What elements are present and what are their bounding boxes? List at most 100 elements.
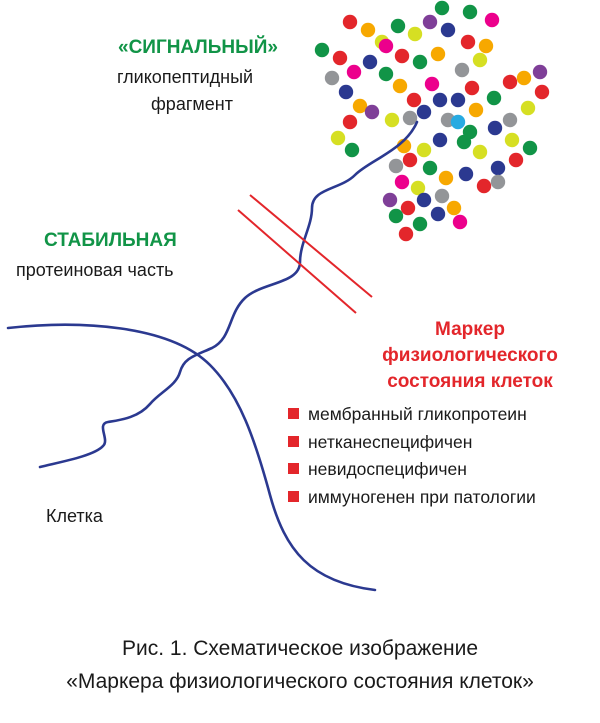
glycan-bead xyxy=(338,84,354,100)
glycan-bead xyxy=(502,74,518,90)
glycan-bead xyxy=(430,206,446,222)
red-square-bullet-icon xyxy=(288,490,299,502)
glycan-bead xyxy=(468,102,484,118)
signal-subtitle-2: фрагмент xyxy=(151,94,233,114)
glycan-bead xyxy=(440,22,456,38)
glycan-bead xyxy=(416,104,432,120)
marker-title-3: состояния клеток xyxy=(387,371,553,392)
glycan-bead xyxy=(462,4,478,20)
glycan-bead xyxy=(330,130,346,146)
glycan-bead xyxy=(344,142,360,158)
glycan-bead xyxy=(476,178,492,194)
glycan-bead xyxy=(504,132,520,148)
glycan-bead-cluster xyxy=(314,0,550,242)
glycan-bead xyxy=(388,158,404,174)
glycan-bead xyxy=(424,76,440,92)
property-item: невидоспецифичен xyxy=(288,456,536,484)
cleavage-line-lower xyxy=(237,209,357,314)
glycan-bead xyxy=(388,208,404,224)
glycan-bead xyxy=(490,174,506,190)
glycan-bead xyxy=(362,54,378,70)
glycan-bead xyxy=(412,216,428,232)
glycan-bead xyxy=(394,48,410,64)
figure-caption-line-1: Рис. 1. Схематическое изображение xyxy=(121,637,479,660)
glycan-bead xyxy=(446,200,462,216)
glycan-bead xyxy=(416,192,432,208)
stable-title: СТАБИЛЬНАЯ xyxy=(44,230,177,251)
glycan-bead xyxy=(478,38,494,54)
glycan-bead xyxy=(532,64,548,80)
cleavage-line-upper xyxy=(249,194,373,298)
protein-chain xyxy=(38,120,419,469)
red-square-bullet-icon xyxy=(288,463,299,474)
glycan-bead xyxy=(432,92,448,108)
glycan-bead xyxy=(522,140,538,156)
glycan-bead xyxy=(342,14,358,30)
glycan-bead xyxy=(422,14,438,30)
glycan-bead xyxy=(416,142,432,158)
glycan-bead xyxy=(450,114,466,130)
glycan-bead xyxy=(464,80,480,96)
cell-membrane xyxy=(6,323,377,592)
glycan-bead xyxy=(402,152,418,168)
glycan-bead xyxy=(452,214,468,230)
glycan-bead xyxy=(412,54,428,70)
property-item: мембранный гликопротеин xyxy=(288,401,536,429)
glycan-bead xyxy=(430,46,446,62)
marker-title-1: Маркер xyxy=(435,319,505,340)
glycan-bead xyxy=(458,166,474,182)
glycan-bead xyxy=(382,192,398,208)
glycan-bead xyxy=(486,90,502,106)
glycan-bead xyxy=(434,0,450,16)
glycan-bead xyxy=(390,18,406,34)
glycan-bead xyxy=(400,200,416,216)
signal-subtitle-1: гликопептидный xyxy=(117,67,254,87)
glycan-bead xyxy=(398,226,414,242)
glycan-bead xyxy=(402,110,418,126)
glycan-bead xyxy=(392,78,408,94)
glycan-bead xyxy=(502,112,518,128)
signal-title: «СИГНАЛЬНЫЙ» xyxy=(118,37,278,58)
red-square-bullet-icon xyxy=(288,408,299,419)
glycan-bead xyxy=(484,12,500,28)
glycan-bead xyxy=(454,62,470,78)
glycan-bead xyxy=(410,180,426,196)
glycan-bead xyxy=(487,120,503,136)
property-item: иммуногенен при патологии xyxy=(288,484,536,512)
glycan-bead xyxy=(516,70,532,86)
glycan-bead xyxy=(378,38,394,54)
glycan-bead xyxy=(378,66,394,82)
glycan-bead xyxy=(314,42,330,58)
glycan-bead xyxy=(462,124,478,140)
glycan-bead xyxy=(346,64,362,80)
glycan-bead xyxy=(472,144,488,160)
glycan-bead xyxy=(450,92,466,108)
glycan-bead xyxy=(324,70,340,86)
stable-subtitle: протеиновая часть xyxy=(16,260,174,280)
glycan-bead xyxy=(422,160,438,176)
red-square-bullet-icon xyxy=(288,435,299,447)
glycan-bead xyxy=(360,22,376,38)
glycan-bead xyxy=(406,92,422,108)
property-item: нетканеспецифичен xyxy=(288,429,536,457)
glycan-bead xyxy=(352,98,368,114)
glycan-bead xyxy=(438,170,454,186)
glycan-bead xyxy=(384,112,400,128)
cell-label: Клетка xyxy=(46,506,103,526)
glycan-bead xyxy=(490,160,506,176)
glycan-bead xyxy=(434,188,450,204)
figure-caption-line-2: «Маркера физиологического состояния клет… xyxy=(66,670,534,693)
glycan-bead xyxy=(332,50,348,66)
marker-title-2: физиологического xyxy=(382,345,558,366)
glycan-bead xyxy=(534,84,550,100)
glycan-bead xyxy=(460,34,476,50)
glycan-bead xyxy=(508,152,524,168)
glycan-bead xyxy=(394,174,410,190)
glycan-bead xyxy=(432,132,448,148)
glycan-bead xyxy=(407,26,423,42)
glycan-bead xyxy=(520,100,536,116)
marker-properties-list: мембранный гликопротеин нетканеспецифиче… xyxy=(288,401,536,511)
glycan-bead xyxy=(364,104,380,120)
glycan-bead xyxy=(472,52,488,68)
